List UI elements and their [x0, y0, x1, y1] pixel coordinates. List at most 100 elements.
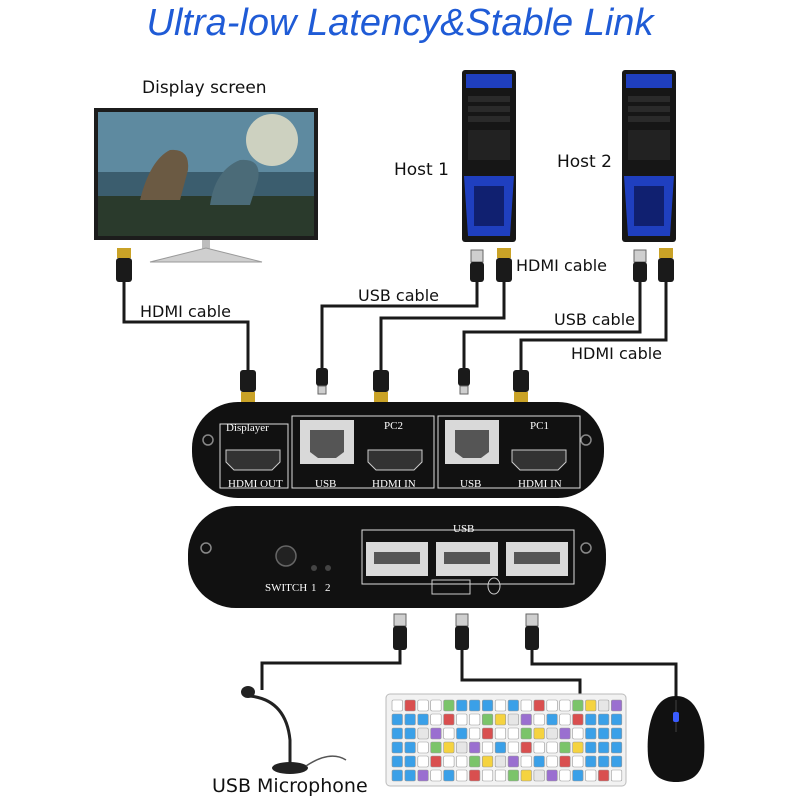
keyboard-key: [481, 699, 494, 712]
keyboard-key: [507, 727, 519, 740]
keyboard-key: [610, 699, 623, 712]
keyboard-key: [610, 755, 623, 768]
hdmi-in-label: HDMI IN: [518, 478, 562, 490]
usb-microphone-label: USB Microphone: [212, 775, 368, 797]
usb-microphone: [241, 686, 347, 774]
keyboard-key: [391, 699, 403, 712]
usb-a-plug-icon: [455, 613, 469, 650]
usb-a-port-icon: [366, 542, 428, 576]
host2-usb-cable-line: [462, 282, 642, 370]
keyboard-key: [585, 699, 597, 712]
host2-hdmi-cable-line: [519, 282, 668, 372]
hdmi-plug-icon: [240, 370, 256, 402]
keyboard-key: [430, 699, 442, 712]
keyboard-key: [494, 769, 507, 782]
keyboard-key: [598, 727, 610, 740]
keyboard-key: [572, 755, 584, 768]
keyboard-key: [585, 727, 597, 740]
host1-hdmi-cable-line: [379, 282, 506, 372]
dinosaur-icon: [140, 149, 189, 200]
keyboard-key: [443, 713, 455, 726]
host1-usb-cable-label: USB cable: [358, 286, 439, 305]
keyboard-key: [559, 755, 571, 768]
led-indicator-1: [311, 565, 317, 571]
pc1-label: PC1: [530, 420, 549, 432]
keyboard-key: [469, 755, 481, 768]
keyboard-key: [494, 713, 507, 726]
hdmi-plug-icon: [513, 370, 529, 402]
keyboard-key: [469, 741, 481, 754]
keyboard-key: [481, 769, 494, 782]
connector-plugs: [116, 248, 674, 650]
usb-a-plug-icon: [470, 249, 484, 282]
pc2-label: PC2: [384, 420, 403, 432]
keyboard-key: [391, 769, 403, 782]
usb-b-port-icon: [445, 420, 499, 464]
switch-button[interactable]: [275, 545, 297, 567]
displayer-label: Displayer: [226, 422, 269, 434]
keyboard-key: [610, 741, 623, 754]
keyboard-key: [585, 741, 597, 754]
screw-icon: [202, 434, 214, 446]
keyboard-key: [546, 741, 558, 754]
keyboard-key: [469, 769, 481, 782]
usb-a-plug-icon: [393, 613, 407, 650]
hdmi-plug-icon: [658, 248, 674, 282]
keyboard-key: [507, 755, 519, 768]
keyboard-key: [520, 755, 532, 768]
keyboard-key: [520, 713, 532, 726]
host2-hdmi-cable-label: HDMI cable: [571, 344, 663, 363]
keyboard-key: [417, 741, 429, 754]
keyboard-key: [430, 727, 442, 740]
usb-a-plug-icon: [633, 249, 647, 282]
cables: [122, 280, 678, 700]
keyboard-key: [598, 741, 610, 754]
display-monitor: [94, 108, 318, 263]
keyboard-key: [559, 769, 571, 782]
host2-usb-cable-label: USB cable: [554, 310, 635, 329]
keyboard-key: [507, 699, 519, 712]
keyboard-key: [404, 755, 416, 768]
keyboard-key: [443, 741, 455, 754]
keyboard-key: [391, 713, 403, 726]
keyboard-key: [533, 699, 545, 712]
usb-b-plug-icon: [458, 368, 470, 395]
keyboard-key: [572, 699, 584, 712]
keyboard-key: [520, 741, 532, 754]
keyboard-key: [572, 713, 584, 726]
keyboard-key: [494, 741, 507, 754]
keyboard-key: [546, 769, 558, 782]
led-1-label: 1: [311, 582, 317, 594]
keyboard-key: [520, 699, 532, 712]
keyboard-key: [404, 727, 416, 740]
hdmi-out-label: HDMI OUT: [228, 478, 283, 490]
keyboard-key: [469, 699, 481, 712]
usb-b-port-icon: [300, 420, 354, 464]
display-screen-label: Display screen: [142, 78, 267, 98]
mouse-icon: [487, 577, 501, 595]
keyboard-key: [559, 741, 571, 754]
host1-label: Host 1: [394, 160, 449, 180]
keyboard-key: [443, 699, 455, 712]
keyboard-key: [481, 755, 494, 768]
keyboard-key: [598, 769, 610, 782]
host1-usb-cable-line: [320, 282, 479, 370]
keyboard-key: [417, 755, 429, 768]
keyboard-key: [507, 769, 519, 782]
keyboard-key: [417, 727, 429, 740]
keyboard-key: [610, 713, 623, 726]
keyboard-key: [391, 727, 403, 740]
keyboard-key: [585, 755, 597, 768]
keyboard-key: [572, 741, 584, 754]
host1-hdmi-cable-label: HDMI cable: [516, 256, 608, 275]
keyboard-key: [469, 727, 481, 740]
display-hdmi-cable-label: HDMI cable: [140, 302, 232, 321]
kvm-switch-front-panel: [188, 506, 606, 608]
keyboard-key: [391, 741, 403, 754]
usb-a-port-icon: [506, 542, 568, 576]
keyboard-key: [585, 769, 597, 782]
usb-port-label: USB: [460, 478, 482, 490]
keyboard-key: [533, 769, 545, 782]
keyboard-key: [456, 755, 468, 768]
keyboard-key: [585, 713, 597, 726]
